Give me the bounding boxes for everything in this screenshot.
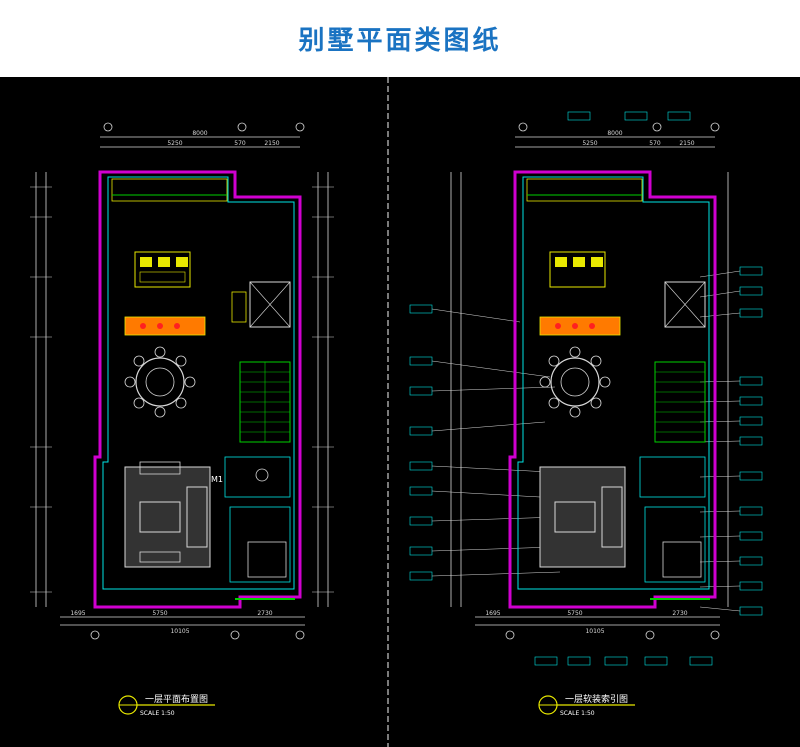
dim-top-a: 5250 bbox=[167, 140, 182, 147]
drawing-scale: SCALE 1:50 bbox=[140, 710, 175, 717]
dim-top-a: 5250 bbox=[582, 140, 597, 147]
cad-drawing-svg: 8000 5250 570 2150 bbox=[30, 77, 763, 747]
dim-bottom-total: 10105 bbox=[170, 628, 189, 635]
drawing-title: 一层平面布置图 bbox=[145, 693, 208, 705]
dim-top-total: 8000 bbox=[192, 130, 207, 137]
index-tags-right bbox=[739, 266, 763, 616]
dim-top-total: 8000 bbox=[607, 130, 622, 137]
drawing-title: 一层软装索引图 bbox=[565, 693, 628, 705]
dim-bottom-a: 1695 bbox=[70, 610, 85, 617]
dim-bottom-b: 5750 bbox=[567, 610, 582, 617]
door-tag: M1 bbox=[211, 475, 223, 484]
dim-top-c: 2150 bbox=[679, 140, 694, 147]
floor-plan-right: 8000 5250 570 2150 bbox=[409, 111, 763, 666]
dim-bottom-a: 1695 bbox=[485, 610, 500, 617]
title-block-left: 一层平面布置图 SCALE 1:50 bbox=[118, 693, 215, 717]
dim-bottom-c: 2730 bbox=[257, 610, 272, 617]
floor-plan-left: 8000 5250 570 2150 bbox=[30, 122, 334, 640]
drawing-scale: SCALE 1:50 bbox=[560, 710, 595, 717]
dim-top-c: 2150 bbox=[264, 140, 279, 147]
dim-bottom-total: 10105 bbox=[585, 628, 604, 635]
dim-top-b: 570 bbox=[234, 140, 246, 147]
dim-bottom-c: 2730 bbox=[672, 610, 687, 617]
cad-canvas: 8000 5250 570 2150 bbox=[0, 77, 800, 747]
page-header: 别墅平面类图纸 bbox=[0, 0, 800, 77]
index-tags-left bbox=[409, 304, 433, 581]
page-title: 别墅平面类图纸 bbox=[298, 26, 502, 56]
dim-bottom-b: 5750 bbox=[152, 610, 167, 617]
title-block-right: 一层软装索引图 SCALE 1:50 bbox=[538, 693, 635, 717]
dim-top-b: 570 bbox=[649, 140, 661, 147]
